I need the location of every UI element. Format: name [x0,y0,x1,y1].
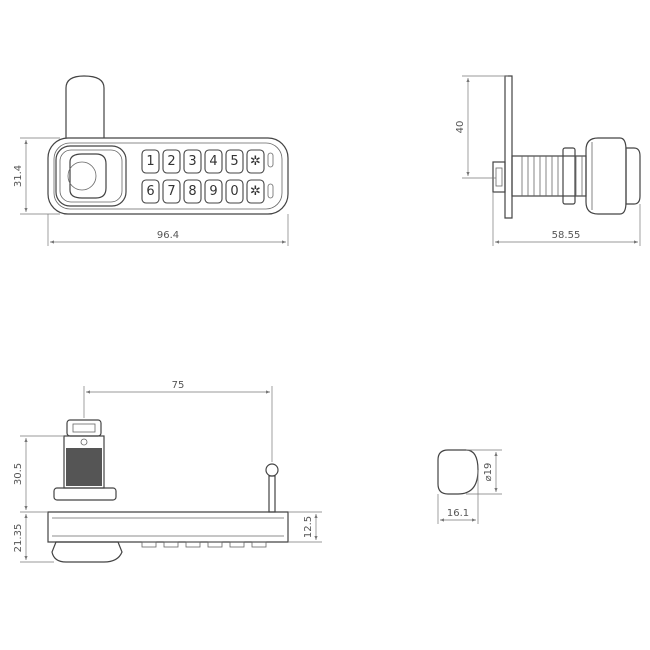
key[interactable] [141,179,160,204]
screw-shaft [268,475,276,513]
cam-nut [53,487,117,501]
dim-bottom-body-height: 21.35 [13,524,24,553]
keypad-row-1: 1 2 3 4 5 ✲ [141,149,265,174]
key-label: 8 [188,184,196,199]
bottom-body [47,511,289,543]
key-label: 5 [230,154,238,169]
key[interactable] [141,149,160,174]
lever-arm [65,75,105,138]
indicator-light [267,183,274,199]
key[interactable] [183,179,202,204]
bolt-tip [492,161,506,193]
thread-lines [521,156,583,196]
key[interactable] [246,179,265,204]
button-nubs [141,541,267,548]
dim-front-height: 31.4 [13,165,24,187]
dim-side-height: 40 [455,121,466,134]
cam-profile: 16.1 ⌀19 [437,449,502,524]
lock-body-inner [53,142,283,210]
keypad-row-2: 6 7 8 9 0 ✲ [141,179,265,204]
cam-head-slot [72,423,96,433]
cam-head [66,419,102,437]
key-label: 9 [209,184,217,199]
front-view: 1 2 3 4 5 ✲ 6 7 8 9 0 ✲ 31.4 [13,75,289,246]
dim-side-length: 58.55 [552,230,581,241]
knob-face [67,161,97,191]
mounting-plate [504,75,513,219]
lock-body [47,137,289,215]
dim-bottom-cam-height: 30.5 [13,463,24,485]
side-view: 40 58.55 [455,75,641,246]
nut [562,147,576,205]
key[interactable] [246,149,265,174]
key-label: 1 [146,154,154,169]
cam-screw [80,438,88,446]
key[interactable] [225,149,244,174]
key[interactable] [162,179,181,204]
cam-thread-shading [66,448,102,486]
dim-cam-width: 16.1 [447,508,469,519]
knob [69,153,107,199]
key-label: 2 [167,154,175,169]
dim-bottom-span: 75 [172,380,185,391]
indicator-light [267,152,274,168]
key[interactable] [162,149,181,174]
cam-shape [437,449,479,495]
dim-front-width: 96.4 [157,230,179,241]
bottom-view: 75 30.5 21.35 12.5 [13,380,322,563]
key-label: 0 [230,184,238,199]
key-label: 7 [167,184,175,199]
key[interactable] [204,179,223,204]
key-label: 6 [146,184,154,199]
dim-bottom-thickness: 12.5 [303,516,314,538]
bolt-tip-inner [495,167,503,187]
knob-housing [55,145,127,207]
key-label: 3 [188,154,196,169]
bottom-knob [51,541,123,563]
key-label: ✲ [250,184,261,199]
dim-cam-diameter: ⌀19 [483,463,494,482]
key-label: 4 [209,154,217,169]
key[interactable] [225,179,244,204]
key[interactable] [183,149,202,174]
key-label: ✲ [250,154,261,169]
key[interactable] [204,149,223,174]
side-knob [625,147,641,205]
knob-housing-inner [59,149,123,203]
screw-head [265,463,279,477]
